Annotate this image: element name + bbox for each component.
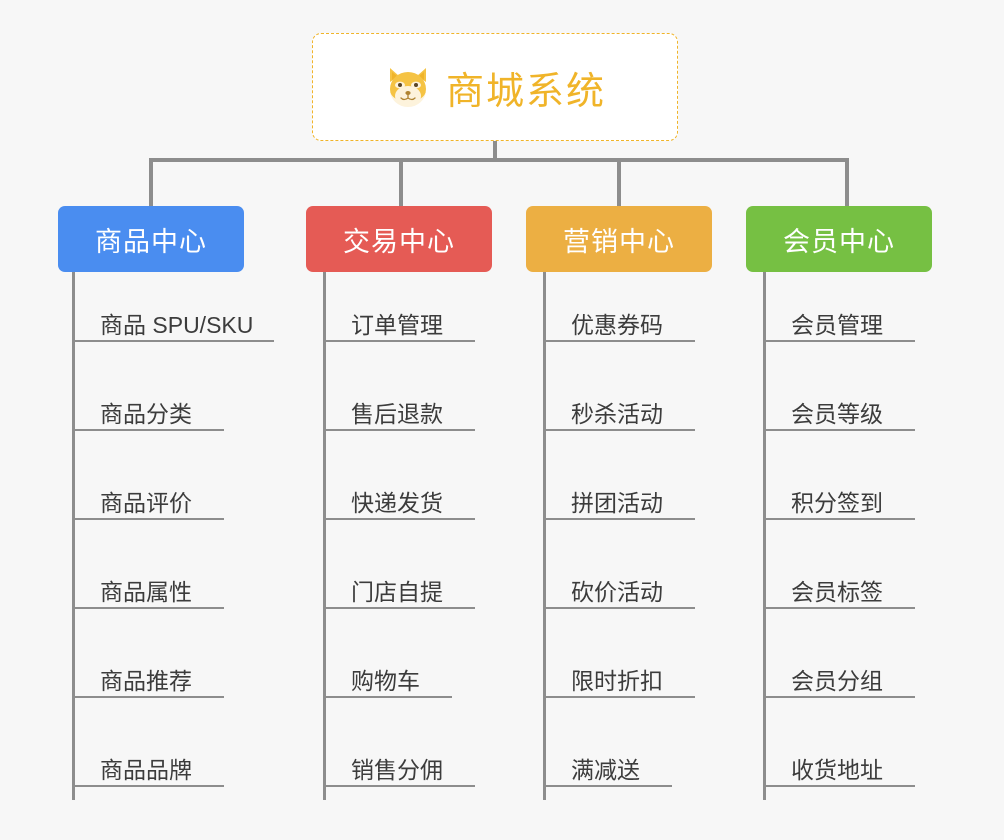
leaf-label: 商品分类	[100, 401, 192, 427]
branch-header-label: 交易中心	[343, 226, 455, 257]
leaf-label: 会员管理	[791, 312, 883, 338]
leaf-label: 限时折扣	[571, 668, 663, 694]
leaf-label: 会员标签	[791, 579, 883, 605]
leaf-label: 购物车	[351, 668, 420, 694]
branch-header-member[interactable]: 会员中心	[746, 206, 932, 272]
leaf-item[interactable]: 销售分佣	[323, 759, 475, 787]
leaf-label: 门店自提	[351, 579, 443, 605]
root-stem-connector	[493, 141, 497, 162]
branch-spine	[543, 272, 546, 800]
leaf-item[interactable]: 会员标签	[763, 581, 915, 609]
leaf-label: 会员分组	[791, 668, 883, 694]
leaf-label: 满减送	[571, 757, 640, 783]
leaf-item[interactable]: 拼团活动	[543, 492, 695, 520]
leaf-label: 售后退款	[351, 401, 443, 427]
branch-drop-connector-1	[149, 158, 153, 206]
leaf-item[interactable]: 商品品牌	[72, 759, 224, 787]
leaf-item[interactable]: 满减送	[543, 759, 672, 787]
leaf-label: 收货地址	[791, 757, 883, 783]
leaf-item[interactable]: 积分签到	[763, 492, 915, 520]
leaf-item[interactable]: 优惠券码	[543, 314, 695, 342]
leaf-item[interactable]: 商品 SPU/SKU	[72, 314, 274, 342]
leaf-item[interactable]: 会员分组	[763, 670, 915, 698]
leaf-label: 积分签到	[791, 490, 883, 516]
leaf-item[interactable]: 会员等级	[763, 403, 915, 431]
leaf-item[interactable]: 商品推荐	[72, 670, 224, 698]
leaf-label: 砍价活动	[571, 579, 663, 605]
leaf-label: 拼团活动	[571, 490, 663, 516]
leaf-item[interactable]: 订单管理	[323, 314, 475, 342]
leaf-item[interactable]: 砍价活动	[543, 581, 695, 609]
leaf-item[interactable]: 收货地址	[763, 759, 915, 787]
leaf-item[interactable]: 会员管理	[763, 314, 915, 342]
branch-header-product[interactable]: 商品中心	[58, 206, 244, 272]
branch-spine	[763, 272, 766, 800]
leaf-item[interactable]: 快递发货	[323, 492, 475, 520]
branch-header-label: 会员中心	[783, 226, 895, 257]
leaf-item[interactable]: 门店自提	[323, 581, 475, 609]
leaf-label: 商品推荐	[100, 668, 192, 694]
root-title: 商城系统	[445, 70, 606, 113]
leaf-item[interactable]: 购物车	[323, 670, 452, 698]
leaf-label: 快递发货	[351, 490, 443, 516]
branch-drop-connector-3	[617, 158, 621, 206]
leaf-label: 会员等级	[791, 401, 883, 427]
branch-spine	[323, 272, 326, 800]
leaf-label: 商品品牌	[100, 757, 192, 783]
leaf-label: 优惠券码	[571, 312, 663, 338]
leaf-label: 商品 SPU/SKU	[100, 312, 254, 338]
branch-drop-connector-2	[399, 158, 403, 206]
branch-header-trade[interactable]: 交易中心	[306, 206, 492, 272]
leaf-item[interactable]: 商品分类	[72, 403, 224, 431]
root-node[interactable]: 商城系统	[312, 33, 678, 141]
leaf-label: 商品属性	[100, 579, 192, 605]
leaf-item[interactable]: 商品属性	[72, 581, 224, 609]
leaf-label: 秒杀活动	[571, 401, 663, 427]
branch-header-label: 营销中心	[563, 226, 675, 257]
dog-face-icon	[384, 63, 432, 111]
branch-drop-connector-4	[845, 158, 849, 206]
leaf-item[interactable]: 商品评价	[72, 492, 224, 520]
leaf-label: 订单管理	[351, 312, 443, 338]
leaf-label: 销售分佣	[351, 757, 443, 783]
leaf-label: 商品评价	[100, 490, 192, 516]
leaf-item[interactable]: 秒杀活动	[543, 403, 695, 431]
leaf-item[interactable]: 限时折扣	[543, 670, 695, 698]
branch-spine	[72, 272, 75, 800]
branch-header-label: 商品中心	[95, 226, 207, 257]
leaf-item[interactable]: 售后退款	[323, 403, 475, 431]
branch-header-marketing[interactable]: 营销中心	[526, 206, 712, 272]
horizontal-bus-connector	[149, 158, 849, 162]
